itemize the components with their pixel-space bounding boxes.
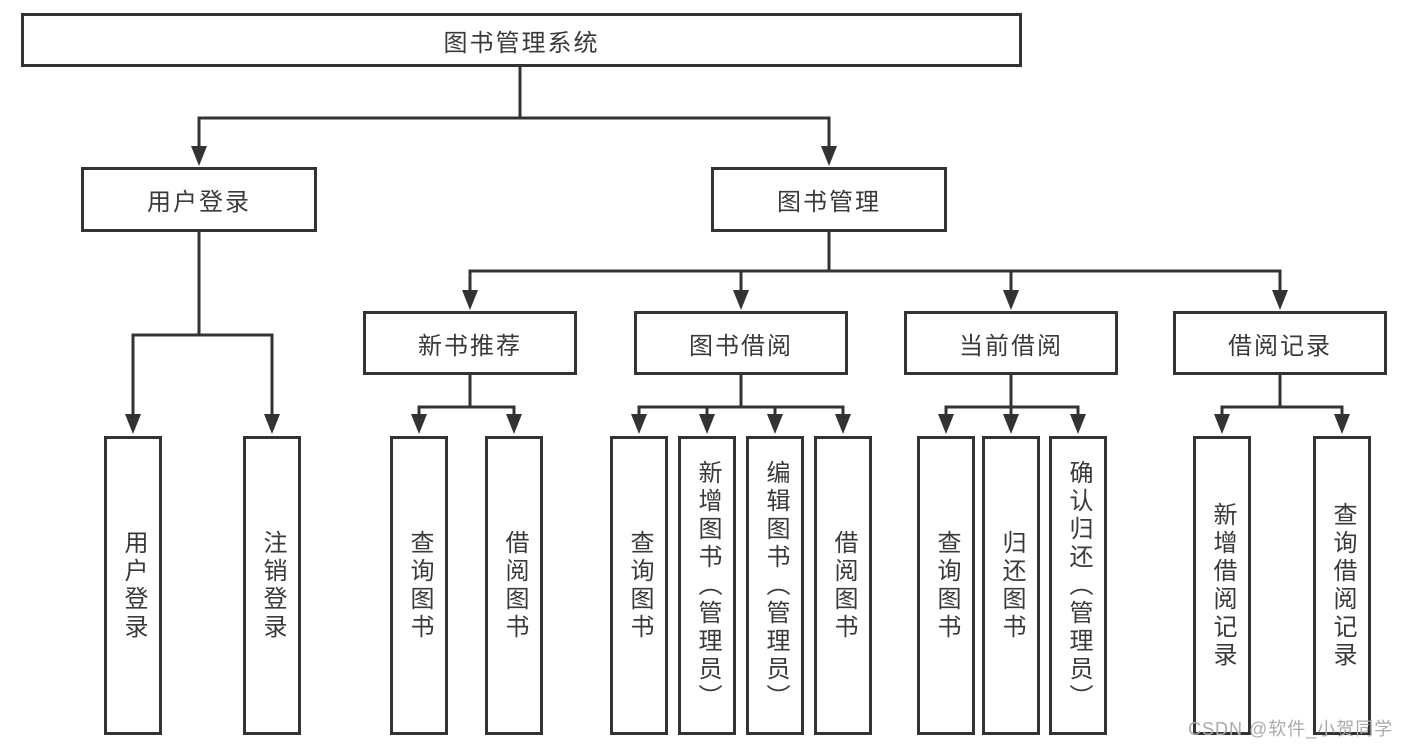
leaf-confirm-return-admin: 确认归还（管理员） [1049,436,1107,735]
node-label: 查询借阅记录 [1329,501,1356,670]
node-book-borrowing: 图书借阅 [634,311,848,375]
node-label: 查询图书 [933,529,960,642]
leaf-return-books: 归还图书 [982,436,1040,735]
node-label: 查询图书 [626,529,653,642]
node-label: 图书管理系统 [443,29,600,57]
leaf-add-books-admin: 新增图书（管理员） [678,436,736,735]
leaf-query-books: 查询图书 [390,436,448,735]
node-current-borrowing: 当前借阅 [904,311,1118,375]
node-label: 图书借阅 [689,332,793,360]
node-label: 确认归还（管理员） [1065,459,1092,712]
node-label: 当前借阅 [959,332,1063,360]
node-label: 借阅图书 [501,529,528,642]
node-label: 借阅记录 [1228,332,1332,360]
node-label: 归还图书 [998,529,1025,642]
node-label: 用户登录 [120,529,147,642]
node-label: 借阅图书 [830,529,857,642]
node-book-management: 图书管理 [711,167,947,232]
node-borrowing-records: 借阅记录 [1173,311,1387,375]
node-label: 新增借阅记录 [1209,501,1236,670]
node-user-login: 用户登录 [81,167,317,232]
node-label: 新增图书（管理员） [694,459,721,712]
leaf-borrow-books: 借阅图书 [485,436,543,735]
leaf-query-borrow-record: 查询借阅记录 [1313,436,1371,735]
node-new-book-recommendation: 新书推荐 [363,311,577,375]
leaf-query-books: 查询图书 [610,436,668,735]
node-label: 编辑图书（管理员） [762,459,789,712]
csdn-watermark: CSDN @软件_小贺同学 [1188,719,1394,739]
node-label: 查询图书 [406,529,433,642]
leaf-query-books: 查询图书 [917,436,975,735]
leaf-logout: 注销登录 [243,436,301,735]
leaf-user-login: 用户登录 [104,436,162,735]
leaf-add-borrow-record: 新增借阅记录 [1193,436,1251,735]
node-label: 注销登录 [259,529,286,642]
node-label: 新书推荐 [418,332,522,360]
node-label: 用户登录 [147,189,251,216]
leaf-borrow-books: 借阅图书 [814,436,872,735]
leaf-edit-books-admin: 编辑图书（管理员） [746,436,804,735]
node-label: 图书管理 [777,189,881,216]
node-library-management-system: 图书管理系统 [21,13,1022,67]
